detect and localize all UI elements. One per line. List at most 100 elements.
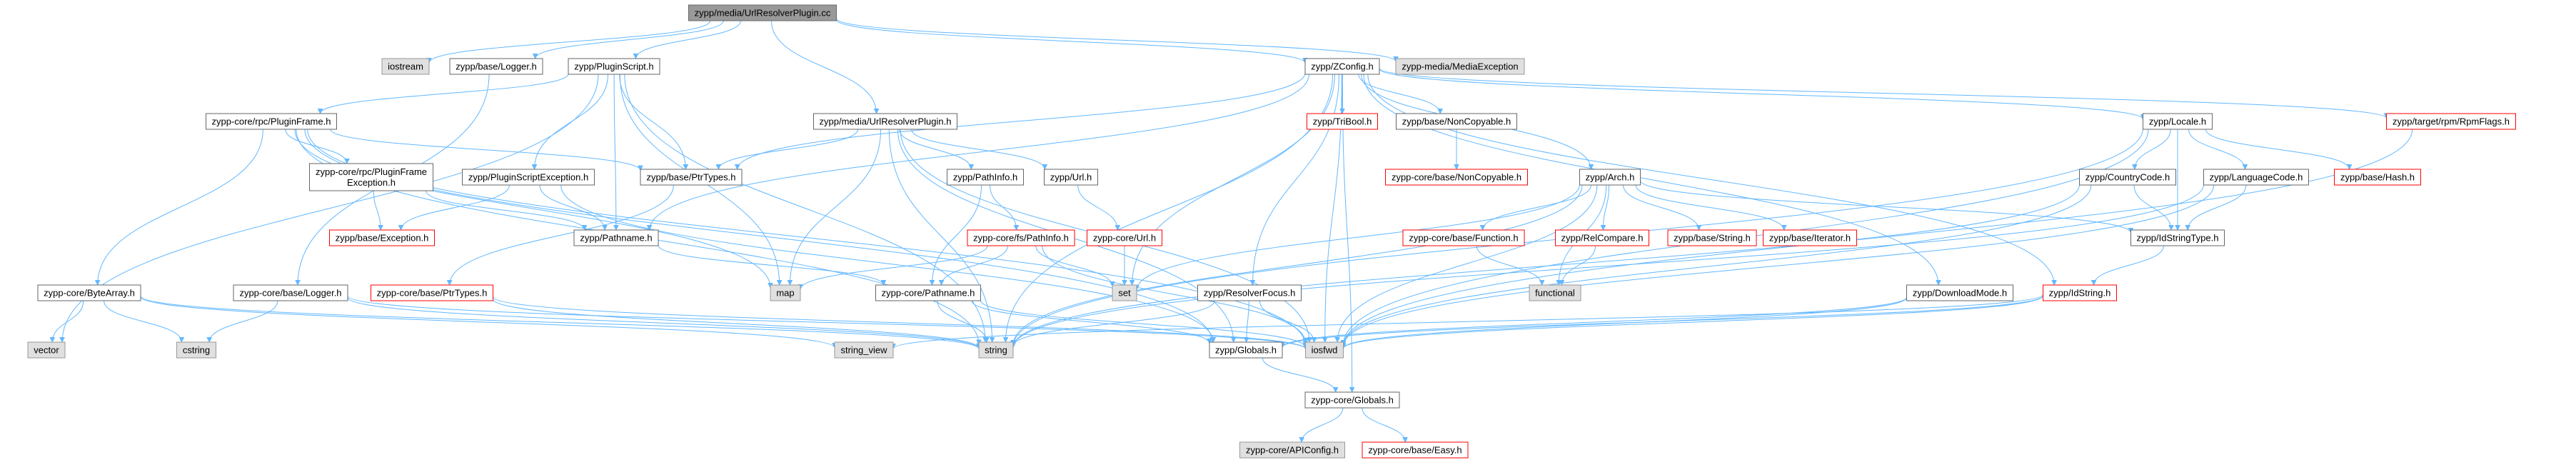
node-label: zypp-core/base/Function.h (1409, 233, 1518, 244)
node-box (1197, 284, 1302, 301)
node-box (2386, 113, 2516, 130)
node-relcompare[interactable]: zypp/RelCompare.h (1555, 229, 1649, 246)
node-box (834, 341, 894, 359)
node-core-function[interactable]: zypp-core/base/Function.h (1402, 229, 1525, 246)
node-base-iterator[interactable]: zypp/base/Iterator.h (1763, 229, 1857, 246)
edge-idstring-to-iosfwd (1344, 295, 2043, 349)
node-box (233, 284, 348, 301)
node-pathinfo[interactable]: zypp/PathInfo.h (947, 169, 1024, 186)
node-label: zypp-core/fs/PathInfo.h (973, 233, 1069, 244)
node-label: zypp-media/MediaException (1402, 61, 1518, 72)
edge-languagecode-to-idstringtype (2188, 184, 2247, 230)
node-label: set (1118, 288, 1131, 299)
node-core-ptrtypes[interactable]: zypp-core/base/PtrTypes.h (371, 284, 493, 301)
node-base-hash[interactable]: zypp/base/Hash.h (2334, 169, 2421, 186)
node-idstring[interactable]: zypp/IdString.h (2043, 284, 2117, 301)
node-box (1529, 284, 1581, 301)
node-label: zypp/base/Iterator.h (1769, 233, 1851, 244)
node-core-url[interactable]: zypp-core/Url.h (1087, 229, 1162, 246)
node-box (1304, 58, 1380, 75)
node-core-noncopyable[interactable]: zypp-core/base/NonCopyable.h (1385, 169, 1528, 186)
node-bytearray[interactable]: zypp-core/ByteArray.h (37, 284, 141, 301)
node-core-pluginframe[interactable]: zypp-core/rpc/PluginFrame.h (206, 113, 337, 130)
node-pluginscriptexception[interactable]: zypp/PluginScriptException.h (462, 169, 595, 186)
node-label: zypp/CountryCode.h (2086, 172, 2170, 183)
node-vector: vector (27, 341, 66, 359)
node-label: zypp/media/UrlResolverPlugin.cc (695, 8, 831, 19)
node-box (967, 229, 1075, 246)
edge-url-to-core-url (1077, 184, 1118, 230)
node-base-exception[interactable]: zypp/base/Exception.h (329, 229, 435, 246)
node-url[interactable]: zypp/Url.h (1044, 169, 1098, 186)
node-box (1763, 229, 1857, 246)
node-core-pathname[interactable]: zypp-core/Pathname.h (875, 284, 981, 301)
node-label: zypp/PathInfo.h (953, 172, 1017, 183)
node-zypp-globals[interactable]: zypp/Globals.h (1209, 341, 1283, 359)
node-box (1305, 341, 1344, 359)
node-noncopyable[interactable]: zypp/base/NonCopyable.h (1396, 113, 1517, 130)
node-label: map (776, 288, 794, 299)
node-label: zypp/Globals.h (1215, 345, 1277, 356)
edge-zypp-zconfig-to-locale (1379, 69, 2143, 120)
node-resolverfocus[interactable]: zypp/ResolverFocus.h (1197, 284, 1302, 301)
node-label: zypp-core/rpc/PluginFrame.h (212, 116, 331, 127)
edge-core-pathname-to-iosfwd (980, 300, 1306, 348)
node-box (1385, 169, 1528, 186)
node-box (1579, 169, 1641, 186)
node-zypp-base-logger[interactable]: zypp/base/Logger.h (449, 58, 543, 75)
edge-root-to-media-exception (836, 18, 1397, 62)
node-tribool[interactable]: zypp/TriBool.h (1307, 113, 1378, 130)
node-box (1906, 284, 2013, 301)
node-label: zypp-core/base/PtrTypes.h (377, 288, 488, 299)
node-label: cstring (183, 345, 210, 356)
node-string-view: string_view (834, 341, 894, 359)
edge-downloadmode-to-zypp-globals (1282, 296, 1907, 348)
edge-arch-to-base-string (1623, 184, 1699, 231)
node-base-string[interactable]: zypp/base/String.h (1667, 229, 1757, 246)
edge-bytearray-to-cstring (104, 300, 182, 343)
node-box (947, 169, 1024, 186)
node-box (1395, 58, 1525, 75)
node-core-fs-pathinfo[interactable]: zypp-core/fs/PathInfo.h (967, 229, 1075, 246)
edge-arch-to-set (1137, 184, 1580, 290)
node-label: zypp-core/ByteArray.h (44, 288, 135, 299)
node-arch[interactable]: zypp/Arch.h (1579, 169, 1641, 186)
node-label: zypp/target/rpm/RpmFlags.h (2393, 116, 2510, 127)
edge-zypp-pluginscript-to-pathname (614, 74, 616, 230)
node-core-base-logger[interactable]: zypp-core/base/Logger.h (233, 284, 348, 301)
node-ptrtypes[interactable]: zypp/base/PtrTypes.h (640, 169, 743, 186)
node-rpmflags[interactable]: zypp/target/rpm/RpmFlags.h (2386, 113, 2516, 130)
edge-arch-to-string (1013, 184, 1583, 345)
node-box (1304, 391, 1400, 409)
node-locale[interactable]: zypp/Locale.h (2143, 113, 2213, 130)
node-pathname[interactable]: zypp/Pathname.h (573, 229, 659, 246)
node-box (176, 341, 216, 359)
node-root[interactable]: zypp/media/UrlResolverPlugin.cc (688, 4, 837, 21)
node-core-globals[interactable]: zypp-core/Globals.h (1304, 391, 1400, 409)
node-box (1402, 229, 1525, 246)
node-box (462, 169, 595, 186)
node-idstringtype[interactable]: zypp/IdStringType.h (2130, 229, 2225, 246)
edge-core-base-logger-to-cstring (209, 300, 278, 343)
edge-resolverfocus-to-iosfwd (1259, 300, 1314, 343)
edge-pathinfo-to-core-fs-pathinfo (989, 184, 1016, 230)
node-box (37, 284, 141, 301)
edge-arch-to-iosfwd (1337, 184, 1598, 342)
node-base-easy[interactable]: zypp-core/base/Easy.h (1362, 441, 1469, 459)
node-zypp-zconfig[interactable]: zypp/ZConfig.h (1304, 58, 1380, 75)
node-label: zypp/IdString.h (2049, 288, 2111, 299)
node-downloadmode[interactable]: zypp/DownloadMode.h (1906, 284, 2013, 301)
node-box (1209, 341, 1283, 359)
node-countrycode[interactable]: zypp/CountryCode.h (2079, 169, 2176, 186)
node-box (206, 113, 337, 130)
node-label: string (985, 345, 1007, 356)
node-label: zypp/Arch.h (1586, 172, 1635, 183)
node-zypp-pluginscript[interactable]: zypp/PluginScript.h (568, 58, 660, 75)
edge-zypp-zconfig-to-pathname (650, 74, 1309, 230)
edge-zypp-pluginscript-to-ptrtypes (619, 74, 686, 169)
node-media-urlresolverplugin[interactable]: zypp/media/UrlResolverPlugin.h (813, 113, 957, 130)
node-label: functional (1535, 288, 1575, 299)
node-languagecode[interactable]: zypp/LanguageCode.h (2203, 169, 2309, 186)
